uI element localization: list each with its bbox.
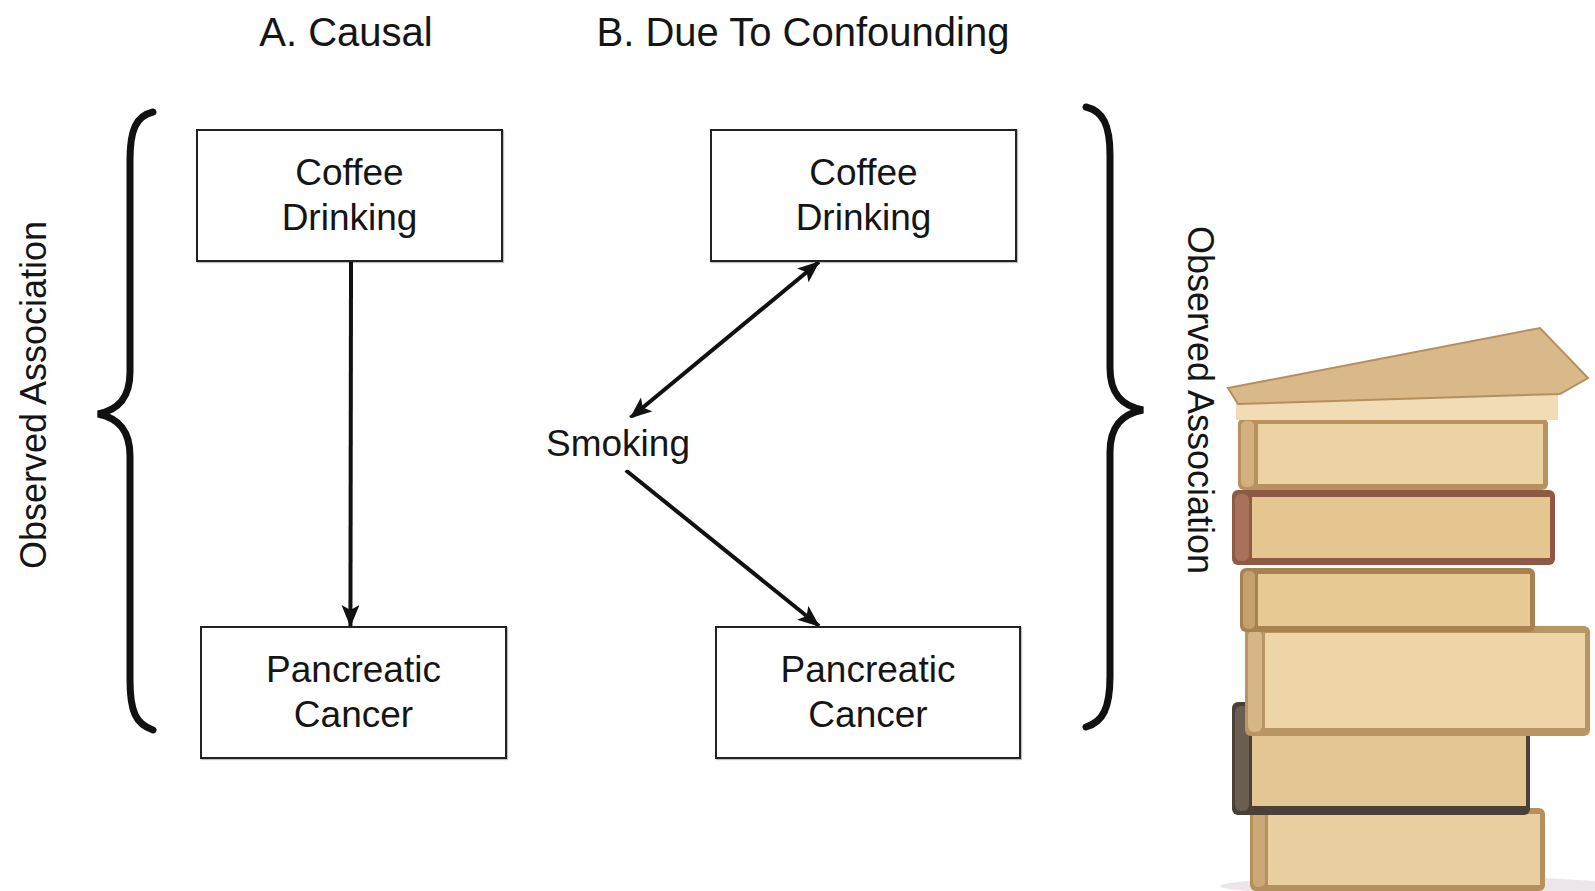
factor-node: Smoking — [540, 418, 696, 470]
book-pages — [1252, 497, 1550, 558]
node-text: Pancreatic Cancer — [768, 648, 968, 737]
book-pages — [1268, 814, 1540, 885]
arrow-connector — [626, 470, 819, 626]
right-brace — [1086, 107, 1143, 727]
left-brace — [98, 112, 153, 730]
panel-heading: B. Due To Confounding — [597, 9, 1010, 55]
book-spine — [1248, 630, 1262, 732]
book — [1245, 626, 1590, 736]
process-box: Pancreatic Cancer — [715, 626, 1021, 759]
node-text: Smoking — [546, 422, 690, 466]
book-spine — [1235, 494, 1249, 561]
panel-heading: A. Causal — [259, 9, 432, 55]
process-box: Pancreatic Cancer — [200, 626, 507, 759]
book — [1238, 418, 1548, 490]
book-cover — [1228, 328, 1588, 404]
node-text: Coffee Drinking — [764, 151, 964, 240]
arrow-connector — [630, 262, 819, 418]
book-spine — [1241, 421, 1254, 487]
process-box: Coffee Drinking — [710, 129, 1017, 262]
node-text: Pancreatic Cancer — [254, 648, 454, 737]
bracket-label: Observed Association — [1179, 226, 1220, 574]
bracket-label: Observed Association — [13, 221, 54, 569]
book — [1250, 808, 1545, 891]
arrow-connector — [348, 262, 353, 626]
book-stack — [1220, 328, 1595, 891]
book-pages — [1258, 424, 1543, 484]
book-pages — [1265, 633, 1585, 728]
book-pages — [1258, 574, 1530, 626]
node-text: Coffee Drinking — [250, 151, 450, 240]
book-spine — [1253, 812, 1265, 887]
book-spine — [1243, 571, 1255, 629]
book — [1240, 568, 1535, 632]
process-box: Coffee Drinking — [196, 129, 503, 262]
book — [1232, 490, 1555, 565]
